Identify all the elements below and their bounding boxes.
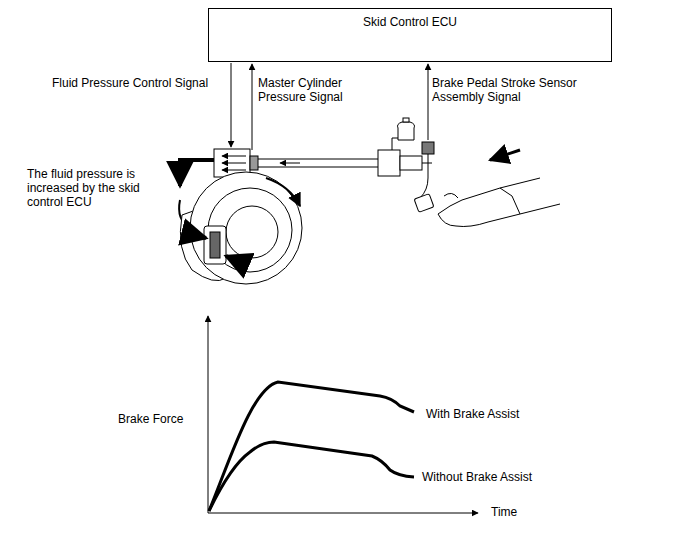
- text-label: The fluid pressure is increased by the s…: [27, 167, 157, 209]
- reservoir: [398, 122, 415, 140]
- text-label: Brake Pedal Stroke Sensor Assembly Signa…: [432, 76, 592, 104]
- text-label: Brake Force: [118, 412, 183, 426]
- brake-pipe: [258, 159, 378, 160]
- pressure-signal-line: [252, 64, 253, 150]
- foot: [438, 188, 520, 227]
- y-axis: [208, 316, 209, 513]
- ecu-box: Skid Control ECU: [208, 8, 612, 62]
- curve-with: [209, 382, 414, 511]
- pressure-sensor: [250, 156, 258, 170]
- text-label: Fluid Pressure Control Signal: [52, 76, 208, 90]
- brake-hose: [180, 160, 214, 186]
- node-title: Skid Control ECU: [209, 9, 611, 29]
- text-label: Time: [491, 505, 517, 519]
- master-cylinder: [378, 150, 400, 176]
- curve-without: [209, 442, 414, 511]
- actuator-arrows: [222, 156, 246, 170]
- brake-disc: [190, 172, 302, 284]
- text-label: With Brake Assist: [426, 407, 519, 421]
- x-axis: [208, 513, 478, 514]
- control-signal-line: [231, 63, 232, 147]
- stroke-sensor: [422, 142, 434, 154]
- text-label: Master Cylinder Pressure Signal: [258, 76, 370, 104]
- text-label: Without Brake Assist: [422, 470, 532, 484]
- brake-caliper: [204, 226, 226, 264]
- stroke-signal-line: [428, 64, 429, 140]
